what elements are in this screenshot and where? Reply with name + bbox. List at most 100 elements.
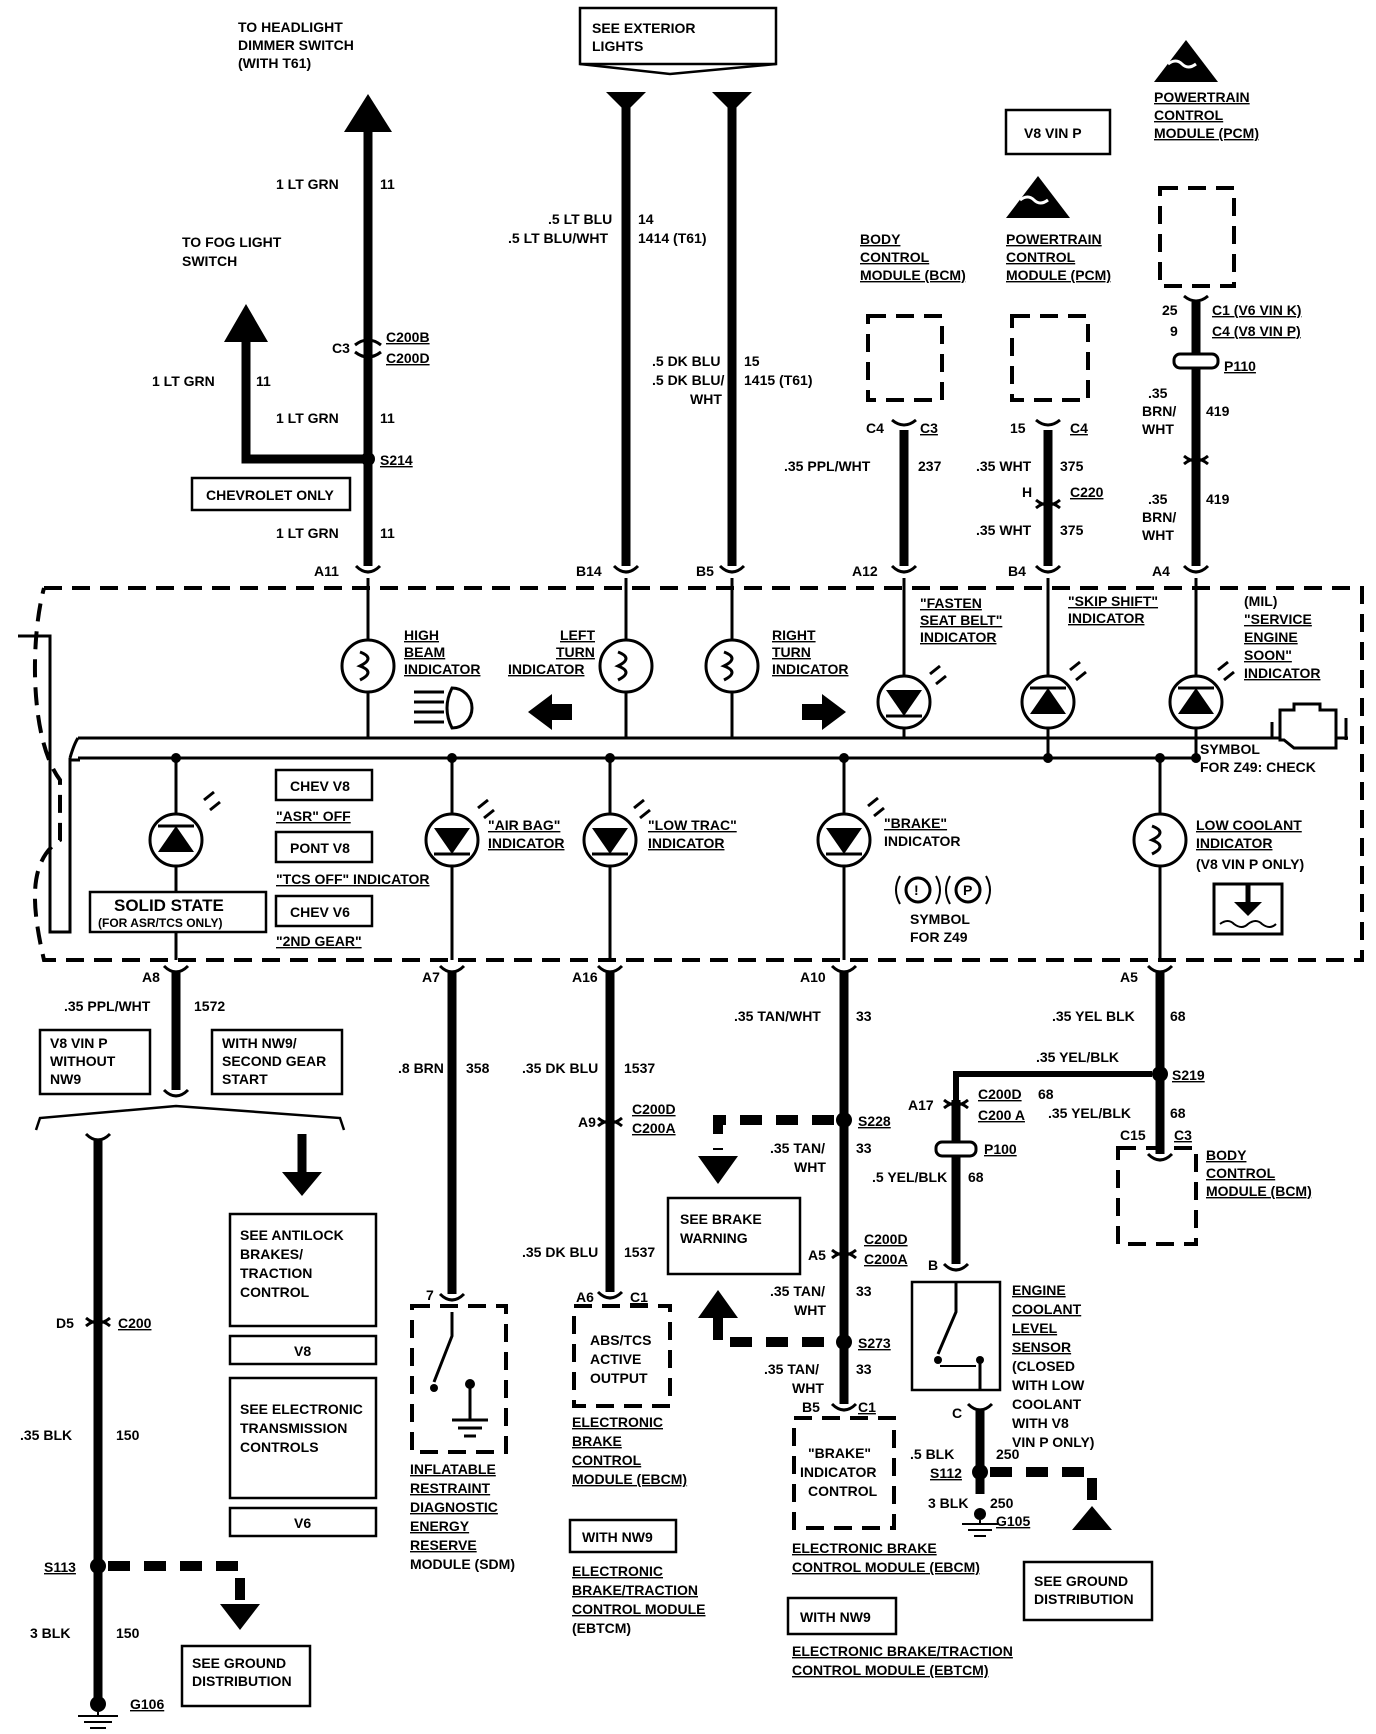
coolant-symbol-icon [1212, 882, 1284, 936]
wire-label: LEVEL [1012, 1320, 1058, 1336]
wire-label: H [1022, 484, 1032, 500]
wire-label: 33 [856, 1008, 872, 1024]
pcm-top-module-box [1158, 186, 1236, 288]
wire-label: 68 [1038, 1086, 1054, 1102]
check-engine-symbol-icon [1270, 702, 1348, 750]
wire-label: C4 (V8 VIN P) [1212, 323, 1301, 339]
wire-label: 14 [638, 211, 654, 227]
skip-shift-label: "SKIP SHIFT" INDICATOR [1068, 593, 1158, 626]
wire-label: .35 [1148, 491, 1168, 507]
wire-label: (V8 VIN P ONLY) [1196, 856, 1304, 872]
asr-tcs-led-icon [148, 790, 221, 868]
wire-label: 150 [116, 1427, 140, 1443]
wire-label: S214 [380, 452, 413, 468]
with-nw9-box-a: WITH NW9 [568, 1518, 678, 1554]
pcm-top-label: POWERTRAIN CONTROL MODULE (PCM) [1154, 89, 1259, 141]
wire-label: 1414 (T61) [638, 230, 706, 246]
wire-label: .35 WHT [976, 522, 1032, 538]
wire-label: ENERGY [410, 1518, 470, 1534]
wire-label: C200 A [978, 1107, 1025, 1123]
pcm-mid-label: POWERTRAIN CONTROL MODULE (PCM) [1006, 231, 1111, 283]
wire-label: .35 PPL/WHT [64, 998, 151, 1014]
wire-label: A6 [576, 1289, 594, 1305]
wire-label: "2ND GEAR" [276, 933, 362, 949]
wire-label: C1 (V6 VIN K) [1212, 302, 1301, 318]
wire-label: SEAT BELT" [920, 612, 1002, 628]
wire-label: A16 [572, 969, 598, 985]
wire-label: C200B [386, 329, 430, 345]
wire-label: ELECTRONIC BRAKE [792, 1540, 937, 1556]
wire-label: CONTROL [808, 1483, 878, 1499]
wire-label: SEE GROUND [1034, 1573, 1128, 1589]
wire-label: INDICATOR [884, 833, 960, 849]
wire-label: C200D [978, 1086, 1022, 1102]
wire-label: C200D [864, 1231, 908, 1247]
check-symbol-label: SYMBOL FOR Z49: CHECK [1200, 741, 1316, 775]
bcm-bottom-module-box [1116, 1146, 1198, 1246]
wire-label: MODULE (SDM) [410, 1556, 515, 1572]
wire-label: DISTRIBUTION [192, 1673, 292, 1689]
wire-label: C200D [632, 1101, 676, 1117]
wire-label: WHT [690, 391, 722, 407]
brake-symbol-icon: ! P [895, 875, 991, 905]
wire-label: ELECTRONIC BRAKE/TRACTION [792, 1643, 1013, 1659]
wire-label: .35 TAN/ [770, 1283, 825, 1299]
right-turn-bulb-icon [704, 638, 760, 694]
low-coolant-bulb-icon [1132, 812, 1188, 868]
high-beam-bulb-icon [340, 638, 396, 694]
wire-label: BRAKE [572, 1433, 622, 1449]
wire-label: S228 [858, 1113, 891, 1129]
wire-label: .35 TAN/WHT [734, 1008, 821, 1024]
wire-label: B14 [576, 563, 602, 579]
v6-box: V6 [228, 1506, 378, 1538]
low-trac-led-icon [582, 798, 651, 868]
ebcm-module-box [572, 1304, 672, 1408]
wire-label: INDICATOR [648, 835, 724, 851]
wire-label: COOLANT [1012, 1396, 1082, 1412]
switch-icon [430, 1312, 488, 1438]
wire-label: .5 LT BLU/WHT [508, 230, 609, 246]
wire-label: START [222, 1071, 268, 1087]
wire-label: MODULE (EBCM) [572, 1471, 687, 1487]
wire-label: INDICATOR [488, 835, 564, 851]
wire-label: INDICATOR [404, 661, 480, 677]
instrument-cluster-box [32, 586, 1364, 962]
wire-label: .8 BRN [398, 1060, 444, 1076]
wire-label: .35 DK BLU [522, 1244, 598, 1260]
wire-label: MODULE (PCM) [1006, 267, 1111, 283]
chevrolet-only-box: CHEVROLET ONLY [190, 476, 352, 512]
wire-label: B5 [696, 563, 714, 579]
wire-label: (WITH T61) [238, 55, 311, 71]
wire-label: SECOND GEAR [222, 1053, 326, 1069]
wire-label: CHEV V8 [290, 778, 350, 794]
wire-label: C3 [920, 420, 938, 436]
wire-label: C200A [632, 1120, 676, 1136]
wire-label: VIN P ONLY) [1012, 1434, 1094, 1450]
ebcm-label: ELECTRONIC BRAKE CONTROL MODULE (EBCM) [572, 1414, 687, 1487]
wire-label: SOON" [1244, 647, 1292, 663]
wire-label: C1 [630, 1289, 648, 1305]
abs-tcs-label: ABS/TCS ACTIVE OUTPUT [590, 1332, 651, 1386]
wire-label: CONTROL [1206, 1165, 1276, 1181]
mil-led-icon [1168, 660, 1235, 730]
wire-label: 1 LT GRN [276, 410, 339, 426]
exterior-bracket [579, 62, 777, 76]
wire-label: INDICATOR [920, 629, 996, 645]
wire-label: CONTROL [240, 1284, 310, 1300]
wire-label: (MIL) [1244, 593, 1277, 609]
wire-label: TO FOG LIGHT [182, 234, 282, 250]
seat-belt-led-icon [876, 664, 947, 730]
splice-s214 [361, 452, 375, 466]
sdm-label: INFLATABLE RESTRAINT DIAGNOSTIC ENERGY R… [410, 1461, 515, 1572]
connector-icon [354, 338, 382, 359]
wire-label: 3 BLK [928, 1495, 968, 1511]
wire-label: C200D [386, 350, 430, 366]
wire-label: .35 TAN/ [764, 1361, 819, 1377]
wire-label: 3 BLK [30, 1625, 70, 1641]
wire-label: C3 [332, 340, 350, 356]
wire-label: HIGH [404, 627, 439, 643]
wire-label: CONTROL [1154, 107, 1224, 123]
wire-label: WITH NW9/ [222, 1035, 297, 1051]
arrow-down-icon [220, 1604, 260, 1630]
wire-label: .35 PPL/WHT [784, 458, 871, 474]
